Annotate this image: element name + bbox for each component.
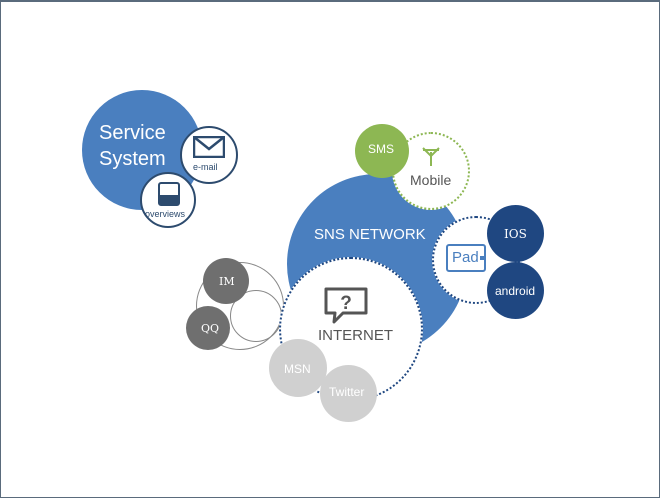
mobile-label: Mobile xyxy=(410,172,452,188)
msn-label: MSN xyxy=(284,362,311,376)
sms-circle[interactable] xyxy=(355,124,409,178)
qq-label: QQ xyxy=(201,322,220,335)
antenna-icon xyxy=(422,147,440,166)
android-circle[interactable] xyxy=(487,262,544,319)
question-bubble-icon: ? xyxy=(324,287,368,324)
msn-circle[interactable] xyxy=(269,339,327,397)
pad-home-button xyxy=(480,256,484,260)
android-label: android xyxy=(495,284,536,298)
service-title-line1: Service xyxy=(99,122,166,144)
pad-label: Pad xyxy=(452,249,479,266)
twitter-label: Twitter xyxy=(329,385,365,399)
service-title-line2: System xyxy=(99,148,166,170)
ios-circle[interactable] xyxy=(487,205,544,262)
overviews-label: overviews xyxy=(145,209,186,219)
ios-label: IOS xyxy=(504,227,527,241)
window-icon xyxy=(158,182,180,206)
internet-label: INTERNET xyxy=(318,327,393,344)
svg-text:?: ? xyxy=(340,293,352,314)
sms-label: SMS xyxy=(368,142,395,156)
email-label: e-mail xyxy=(193,162,218,172)
im-label: IM xyxy=(219,275,235,288)
sns-network-title: SNS NETWORK xyxy=(314,226,426,243)
im-circle[interactable] xyxy=(203,258,249,304)
qq-circle[interactable] xyxy=(186,306,230,350)
envelope-icon xyxy=(193,136,225,158)
twitter-circle[interactable] xyxy=(320,365,377,422)
pad-device-frame xyxy=(446,244,486,272)
